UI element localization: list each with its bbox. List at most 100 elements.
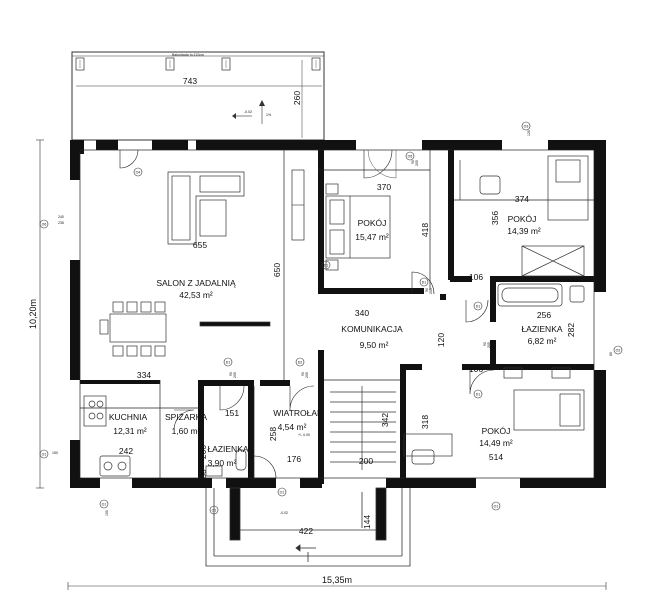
dim-p2-w: 374 [515, 194, 529, 204]
terrace-width: 743 [183, 76, 197, 86]
dim-spiz-h: 80 [198, 469, 208, 479]
dim-salon-w: 655 [193, 240, 207, 250]
entrance-slope: -0.02 [280, 511, 288, 515]
doors [119, 149, 495, 479]
opening-c1: 150 [52, 451, 58, 455]
slope-percent: 1% [266, 113, 271, 117]
dim-p1-w: 370 [377, 182, 391, 192]
single-bed-icon [521, 155, 589, 277]
opening-b4: 205 [233, 372, 237, 378]
terrace: Balustrada h=110cm 743 260 -0.02 1% [71, 51, 325, 141]
dim-kitchen-w: 242 [119, 446, 133, 456]
room-wiatrolap-area: 4,54 m² [278, 422, 307, 432]
balustrada-note: Balustrada h=110cm [172, 53, 204, 57]
dim-wiat-b: 176 [287, 454, 301, 464]
opening-a4: 90 [229, 372, 233, 376]
double-bed-icon [325, 183, 391, 271]
room-salon-area: 42,53 m² [179, 290, 213, 300]
opening-b1: 205 [415, 160, 419, 166]
dim-p1-h: 418 [420, 223, 430, 237]
slope-value: -0.02 [244, 110, 252, 114]
opening-tags [39, 121, 623, 515]
dim-bath2-h: 200 [198, 445, 208, 459]
level-note: +/- 0.00 [298, 433, 310, 437]
room-pokoj1-area: 15,47 m² [355, 232, 389, 242]
opening-a2: 90 [425, 288, 429, 292]
tag-o2: O2 [616, 349, 621, 353]
tag-d1d: D1 [476, 393, 481, 397]
dim-salon-bottom: 334 [137, 370, 151, 380]
room-pokoj3-name: POKÓJ [482, 426, 511, 436]
tv-stand-icon [199, 321, 271, 327]
terrace-height: 260 [292, 91, 302, 105]
opening-c2: 150 [105, 510, 109, 516]
tag-o1e: O1 [494, 505, 499, 509]
room-lazienka1-area: 6,82 m² [528, 336, 557, 346]
opening-e1: 120 [527, 130, 531, 136]
tag-o1c: O1 [212, 509, 217, 513]
opening-d1: 80 [609, 352, 613, 356]
slope-arrow: -0.02 1% [232, 100, 271, 124]
dim-p2-h: 356 [490, 211, 500, 225]
opening-a3: 90 [483, 342, 487, 346]
opening-r240: 240 [58, 215, 64, 219]
tag-o1d: O1 [280, 491, 285, 495]
tag-d1a: D1 [324, 264, 329, 268]
tag-d1e: D1 [226, 361, 231, 365]
tag-o4: O4 [136, 171, 141, 175]
room-pokoj1-name: POKÓJ [358, 218, 387, 228]
dim-p3-h: 318 [420, 415, 430, 429]
dim-corr-h: 120 [436, 333, 446, 347]
tag-o3: O3 [524, 125, 529, 129]
opening-b5: 205 [305, 372, 309, 378]
dim-p3-w: 514 [489, 452, 503, 462]
wc-icon [205, 449, 247, 477]
entrance-height: 144 [362, 515, 372, 529]
room-labels: SALON Z JADALNIĄ 42,53 m² POKÓJ 15,47 m²… [109, 214, 563, 468]
room-kuchnia-area: 12,31 m² [113, 426, 147, 436]
opening-b2: 205 [429, 288, 433, 294]
room-lazienka1-name: ŁAZIENKA [521, 324, 562, 334]
total-height: 10,20m [28, 299, 38, 329]
kitchen-counter-icon [83, 395, 131, 477]
dim-stairs-w: 200 [359, 456, 373, 466]
entrance-width: 422 [299, 526, 313, 536]
desk-chair-icon [459, 160, 501, 200]
dim-bath1-h: 282 [566, 323, 576, 337]
tag-o1a: O1 [42, 453, 47, 457]
bed-room3-icon [403, 389, 585, 465]
tag-d2: D2 [298, 361, 303, 365]
stairs-icon [330, 386, 396, 470]
entrance-porch [205, 487, 411, 567]
room-salon-name: SALON Z JADALNIĄ [156, 278, 236, 288]
room-kuchnia-name: KUCHNIA [109, 412, 148, 422]
room-pokoj2-area: 14,39 m² [507, 226, 541, 236]
room-komunikacja-area: 9,50 m² [360, 340, 389, 350]
thin-walls [79, 149, 595, 480]
furniture [83, 155, 589, 477]
opening-tag-labels: O3 O4 O5 D1 D1 D1 D1 D1 D2 O6 O1 O2 O1 O… [42, 125, 621, 513]
dim-wiat-h: 258 [268, 427, 278, 441]
overall-dimensions [36, 139, 607, 590]
tag-d1c: D1 [476, 305, 481, 309]
dim-wiat-w: 151 [225, 408, 239, 418]
room-lazienka2-name: ŁAZIENKA [207, 444, 248, 454]
total-width: 15,35m [322, 575, 352, 585]
dim-p1-b: 340 [355, 308, 369, 318]
tag-o5: O5 [408, 155, 413, 159]
opening-b3: 205 [487, 342, 491, 348]
room-lazienka2-area: 3,90 m² [208, 458, 237, 468]
sofa-icon [167, 171, 245, 245]
dim-stairs-h: 342 [380, 413, 390, 427]
room-pokoj2-name: POKÓJ [508, 214, 537, 224]
dining-table-icon [99, 301, 167, 357]
dim-bath1-a: 106 [469, 272, 483, 282]
room-dimensions: 655 650 334 370 418 340 374 356 106 256 … [119, 182, 576, 479]
tag-d1b: D1 [422, 281, 427, 285]
room-pokoj3-area: 14,49 m² [479, 438, 513, 448]
tag-o6: O6 [42, 223, 47, 227]
bathtub-icon [497, 283, 585, 379]
room-spizarka-area: 1,60 m² [172, 426, 201, 436]
walls [70, 140, 606, 488]
